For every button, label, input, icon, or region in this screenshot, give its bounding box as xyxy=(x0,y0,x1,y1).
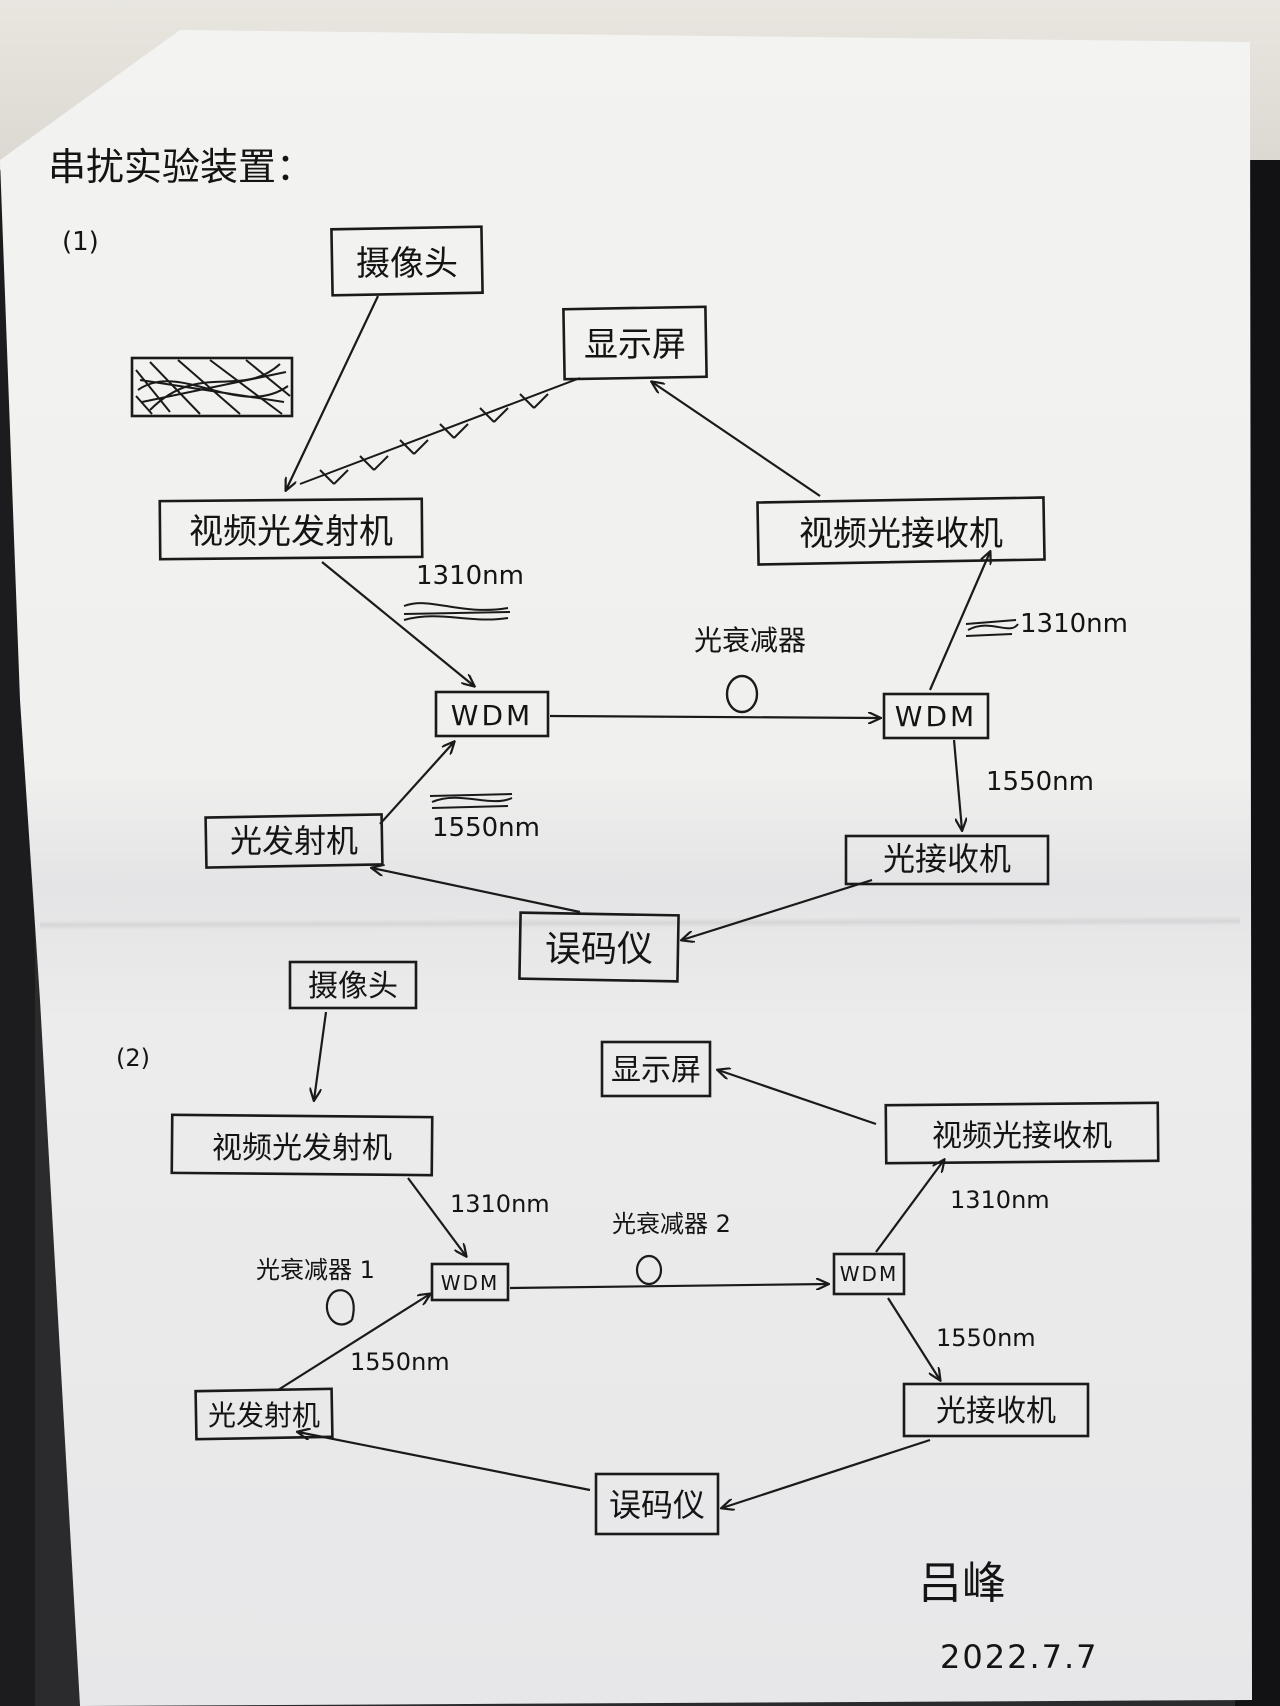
s1-label-1310-rx: 1310nm xyxy=(1020,609,1128,639)
s1-arrow-wdm-to-videorx xyxy=(928,552,990,691)
s2-ber-tester-node: 误码仪 xyxy=(594,1472,720,1536)
s1-wdm-right-label: WDM xyxy=(895,700,977,733)
s1-ber-tester-label: 误码仪 xyxy=(545,929,653,970)
s2-optical-rx-node: 光接收机 xyxy=(902,1382,1090,1438)
s2-wdm-left-node: WDM xyxy=(430,1262,510,1302)
s1-optical-tx-node: 光发射机 xyxy=(204,813,384,869)
s1-optical-tx-label: 光发射机 xyxy=(230,822,358,860)
s1-arrow-wdm-to-wdm xyxy=(549,716,880,718)
s2-video-rx-label: 视频光接收机 xyxy=(932,1119,1112,1154)
s1-ber-tester-node: 误码仪 xyxy=(518,911,680,983)
s1-video-tx-label: 视频光发射机 xyxy=(189,512,393,552)
s2-arrow-videorx-to-display xyxy=(718,1070,877,1126)
s1-struck-box xyxy=(130,356,294,418)
s2-attenuator-2-label: 光衰减器 2 xyxy=(612,1210,731,1238)
s1-display-node: 显示屏 xyxy=(562,305,708,381)
s2-arrow-wdm-to-videorx xyxy=(875,1160,944,1253)
s2-arrow-wdm-to-wdm xyxy=(509,1284,828,1288)
s1-wdm-left-label: WDM xyxy=(451,699,533,732)
s1-arrow-opticalrx-to-ber xyxy=(682,878,873,940)
s2-arrow-ber-to-opticaltx xyxy=(298,1432,591,1492)
s1-struck-text-3 xyxy=(429,793,513,809)
s1-arrow-camera-to-videotx xyxy=(286,295,379,490)
s1-optical-rx-node: 光接收机 xyxy=(844,834,1050,886)
s1-label-1550-rx: 1550nm xyxy=(986,767,1094,797)
s1-arrow-videotx-to-wdm xyxy=(321,561,474,686)
s2-label-1550-rx: 1550nm xyxy=(936,1324,1036,1352)
s2-attenuator-2: 光衰减器 2 xyxy=(612,1210,731,1286)
s1-video-rx-node: 视频光接收机 xyxy=(756,496,1046,566)
s2-wdm-right-node: WDM xyxy=(832,1252,906,1296)
s2-attenuator-1-coil xyxy=(325,1289,355,1326)
s1-attenuator: 光衰减器 xyxy=(694,624,806,714)
s1-struck-crosses xyxy=(319,393,549,485)
s2-attenuator-1: 光衰减器 1 xyxy=(256,1256,375,1326)
s2-attenuator-1-label: 光衰减器 1 xyxy=(256,1256,375,1284)
s1-wdm-right-node: WDM xyxy=(882,692,990,740)
s2-display-node: 显示屏 xyxy=(600,1040,712,1098)
s2-video-rx-node: 视频光接收机 xyxy=(884,1101,1160,1165)
s1-video-rx-label: 视频光接收机 xyxy=(799,514,1003,554)
s2-optical-rx-label: 光接收机 xyxy=(936,1394,1056,1429)
s2-display-label: 显示屏 xyxy=(611,1053,701,1088)
s2-camera-label: 摄像头 xyxy=(308,969,398,1004)
s1-label-1310-tx: 1310nm xyxy=(416,561,524,591)
diagram-title: 串扰实验装置： xyxy=(48,145,314,189)
s2-arrow-camera-to-videotx xyxy=(314,1011,328,1100)
s1-arrow-wdm-to-opticalrx xyxy=(952,739,962,830)
s2-wdm-left-label: WDM xyxy=(441,1271,499,1295)
s1-struck-text-1 xyxy=(403,602,511,621)
section-2-label: (2) xyxy=(116,1044,150,1072)
s2-camera-node: 摄像头 xyxy=(288,960,418,1010)
s2-attenuator-2-coil xyxy=(635,1254,663,1286)
s1-camera-node: 摄像头 xyxy=(330,225,484,297)
s2-wdm-right-label: WDM xyxy=(840,1262,898,1286)
s2-ber-tester-label: 误码仪 xyxy=(609,1486,705,1524)
s1-attenuator-label: 光衰减器 xyxy=(694,624,806,657)
s2-optical-tx-node: 光发射机 xyxy=(194,1387,334,1441)
s2-arrow-wdm-to-opticalrx xyxy=(887,1297,940,1380)
s2-video-tx-label: 视频光发射机 xyxy=(212,1131,392,1166)
s2-optical-tx-label: 光发射机 xyxy=(208,1399,320,1432)
s2-arrow-opticaltx-to-wdm xyxy=(277,1294,430,1391)
s1-arrow-opticaltx-to-wdm xyxy=(379,742,454,825)
s1-optical-rx-label: 光接收机 xyxy=(883,840,1011,878)
s2-label-1310-rx: 1310nm xyxy=(950,1186,1050,1214)
s2-arrow-videotx-to-wdm xyxy=(407,1177,466,1256)
s2-label-1310-tx: 1310nm xyxy=(450,1190,550,1218)
s1-struck-text-2 xyxy=(965,619,1019,637)
s2-arrow-opticalrx-to-ber xyxy=(722,1438,931,1508)
s1-label-1550-tx: 1550nm xyxy=(432,813,540,843)
s1-struck-line xyxy=(299,377,581,485)
section-1-label: (1) xyxy=(62,227,99,257)
s1-display-label: 显示屏 xyxy=(584,325,686,365)
s1-attenuator-coil xyxy=(725,674,759,714)
signature-name: 吕峰 xyxy=(918,1558,1006,1609)
s1-arrow-ber-to-opticaltx xyxy=(372,868,581,914)
s1-video-tx-node: 视频光发射机 xyxy=(158,497,424,561)
s1-camera-label: 摄像头 xyxy=(356,244,458,284)
s2-video-tx-node: 视频光发射机 xyxy=(170,1113,434,1177)
s1-wdm-left-node: WDM xyxy=(434,690,550,738)
signature-date: 2022.7.7 xyxy=(940,1638,1099,1676)
s1-arrow-videorx-to-display xyxy=(652,382,821,497)
s2-label-1550-tx: 1550nm xyxy=(350,1348,450,1376)
